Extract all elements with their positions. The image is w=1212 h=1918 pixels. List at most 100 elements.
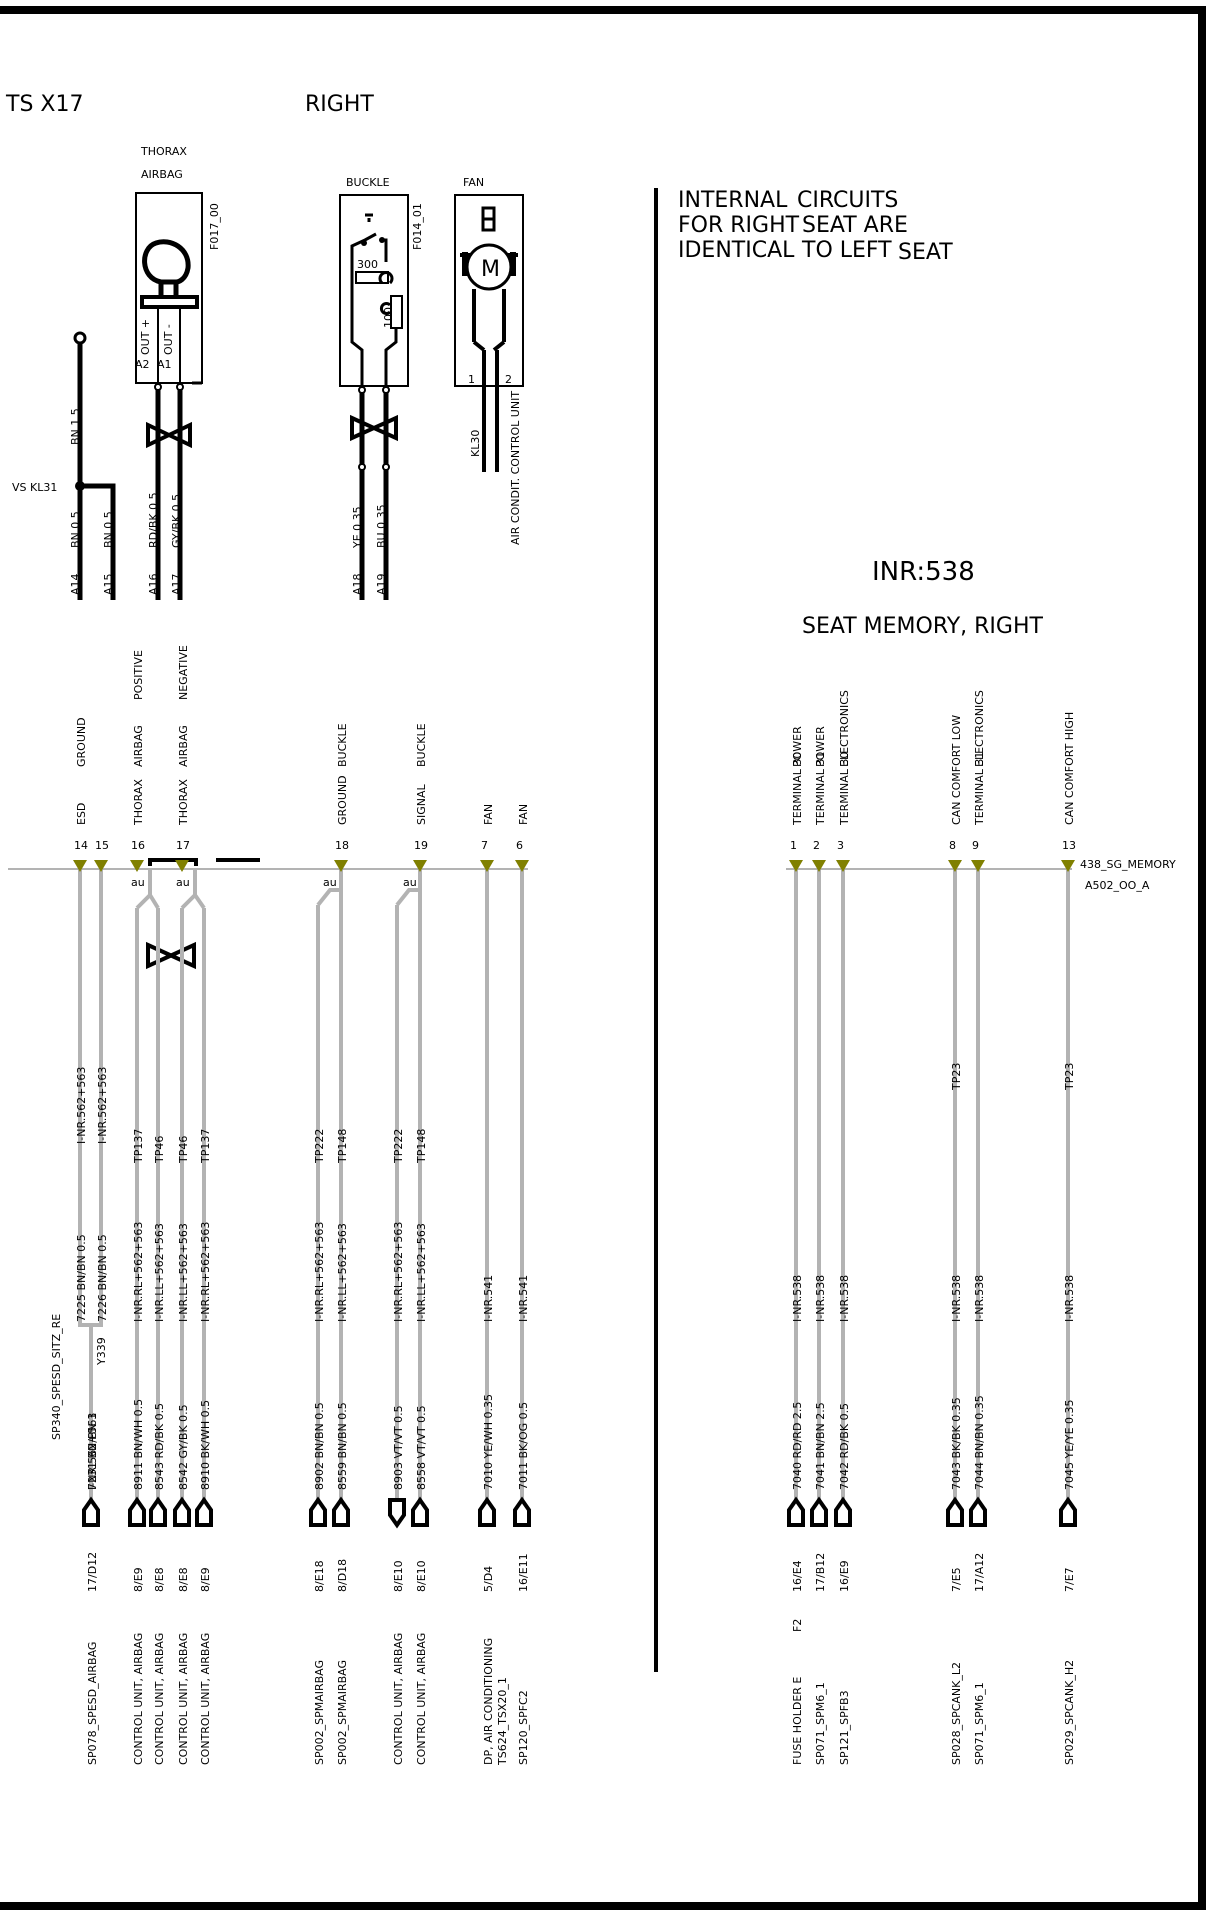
svg-text:F014_01: F014_01: [411, 203, 424, 250]
pin-number: 19: [414, 839, 428, 852]
buckle-component: BUCKLE F014_01 300 100: [339, 176, 424, 387]
svg-text:F017_00: F017_00: [208, 203, 221, 250]
wire-spec: I-NR.RL+562+563: [392, 1222, 405, 1322]
connector-name: 438_SG_MEMORY: [1080, 858, 1176, 871]
destination: SP028_SPCANK_L2: [950, 1662, 963, 1765]
twist-icon: [146, 941, 196, 970]
connector-terminal: [128, 1496, 146, 1527]
pin-number: 14: [74, 839, 88, 852]
connector-terminal: [946, 1496, 964, 1527]
svg-text:THORAX: THORAX: [140, 145, 187, 158]
left-title: TS X17: [5, 92, 83, 117]
destination: SP002_SPMAIRBAG: [313, 1660, 326, 1765]
wire-spec: 7040 RD/RD 2.5: [791, 1402, 804, 1490]
wire-spec: I-NR.538: [838, 1275, 851, 1322]
pin-column: [969, 860, 987, 1527]
wire-spec: I-NR.538: [814, 1275, 827, 1322]
wire-spec: 8903 VT/VT 0.5: [392, 1405, 405, 1490]
wire-spec: I-NR.538: [1063, 1275, 1076, 1322]
wire-spec: 7045 YE/YE 0.35: [1063, 1399, 1076, 1490]
connector-pin: 16/E9: [838, 1560, 851, 1592]
wire-spec: 8559 BN/BN 0.5: [336, 1402, 349, 1490]
pin-column: [478, 860, 496, 1527]
wire-spec: 7010 YE/WH 0.35: [482, 1394, 495, 1490]
pin-function: POWER: [791, 726, 804, 767]
pin-function: FAN: [517, 804, 530, 825]
svg-text:INTERNAL: INTERNAL: [678, 188, 788, 213]
destination: CONTROL UNIT, AIRBAG: [132, 1633, 145, 1765]
pin-function: AIRBAG: [132, 725, 145, 767]
au-label: au: [176, 876, 190, 889]
pin-column: [73, 860, 87, 1325]
wire-spec: 7041 BN/BN 2.5: [814, 1402, 827, 1490]
svg-text:100: 100: [382, 307, 395, 328]
connector-terminal: [195, 1496, 213, 1527]
svg-text:300: 300: [357, 258, 378, 271]
pin-function: TERMINAL 31: [814, 752, 827, 826]
pin-function: CAN COMFORT HIGH: [1063, 712, 1076, 825]
svg-text:CIRCUITS: CIRCUITS: [797, 188, 898, 213]
pin-number: 13: [1062, 839, 1076, 852]
svg-text:BUCKLE: BUCKLE: [346, 176, 390, 189]
destination: SP078_SPESD_AIRBAG: [86, 1642, 99, 1765]
pin-marker: [948, 860, 962, 872]
pin-function: ESD: [75, 803, 88, 825]
pin-column: [128, 860, 146, 1527]
pin-marker: [94, 860, 108, 872]
pin-marker: [836, 860, 850, 872]
svg-text:BN 1.5: BN 1.5: [69, 408, 82, 445]
pin-column: [195, 908, 213, 1527]
svg-text:BN 0.5: BN 0.5: [69, 511, 82, 548]
connector-pin: 8/E8: [153, 1567, 166, 1592]
wire-spec: 7044 BN/BN 0.35: [973, 1395, 986, 1490]
pin-column: [173, 860, 191, 1527]
frame-right: [1198, 6, 1206, 1910]
svg-text:A2: A2: [135, 358, 150, 371]
wire-spec: 7043 BK/BK 0.35: [950, 1397, 963, 1490]
wire-spec: 7042 RD/BK 0.5: [838, 1403, 851, 1490]
twist-icon: [146, 421, 192, 449]
connector-pin: 7/E5: [950, 1567, 963, 1592]
connector-terminal: [388, 1498, 406, 1529]
svg-text:BU 0.35: BU 0.35: [375, 504, 388, 548]
pin-marker: [515, 860, 529, 872]
pin-number: 6: [516, 839, 523, 852]
inr-label: INR:538: [872, 557, 975, 587]
svg-text:Y339: Y339: [95, 1337, 108, 1366]
wire-spec: I-NR.541: [482, 1275, 495, 1322]
connector-terminal: [1059, 1496, 1077, 1527]
pin-column: [411, 860, 429, 1527]
thorax-airbag-component: THORAX AIRBAG F017_00 OUT + OUT - A2 A1: [135, 145, 221, 385]
wire-spec: 7226 BN/BN 0.5: [96, 1234, 109, 1322]
pin-column: [834, 860, 852, 1527]
pin-function: TERMINAL 30: [838, 752, 851, 826]
wire-spec: 7225 BN/BN 0.5: [75, 1234, 88, 1322]
connector-pin: 8/E18: [313, 1560, 326, 1592]
pin-function: FAN: [482, 804, 495, 825]
svg-text:A19: A19: [375, 573, 388, 595]
wire-spec: 8542 GY/BK 0.5: [177, 1404, 190, 1490]
pin-function: BUCKLE: [336, 723, 349, 767]
svg-text:IDENTICAL: IDENTICAL: [678, 238, 795, 263]
pin-function: CAN COMFORT LOW: [950, 715, 963, 825]
inr-label: I-NR.562+563: [96, 1067, 109, 1144]
destination: FUSE HOLDER E: [791, 1677, 804, 1765]
pin-column: [82, 1325, 100, 1527]
connector-pin: 8/E10: [415, 1560, 428, 1592]
frame-bottom: [0, 1902, 1206, 1910]
au-label: au: [323, 876, 337, 889]
destination: CONTROL UNIT, AIRBAG: [199, 1633, 212, 1765]
destination: SP071_SPM6_1: [814, 1682, 827, 1765]
svg-text:GY/BK 0.5: GY/BK 0.5: [170, 494, 183, 548]
pin-column: [1059, 860, 1077, 1527]
svg-text:1: 1: [468, 373, 475, 386]
test-point: TP137: [132, 1129, 145, 1164]
wire-spec: 8911 BN/WH 0.5: [132, 1399, 145, 1490]
svg-text:RD/BK 0.5: RD/BK 0.5: [147, 492, 160, 548]
destination: CONTROL UNIT, AIRBAG: [392, 1633, 405, 1765]
svg-text:A14: A14: [69, 573, 82, 595]
inr-label: I-NR.562+563: [75, 1067, 88, 1144]
svg-text:FOR RIGHT: FOR RIGHT: [678, 213, 800, 238]
fan-component: FAN M 1 2 KL30 AIR CONDIT. CONTROL UNIT: [454, 176, 524, 545]
pin-function: ELECTRONICS: [973, 690, 986, 767]
